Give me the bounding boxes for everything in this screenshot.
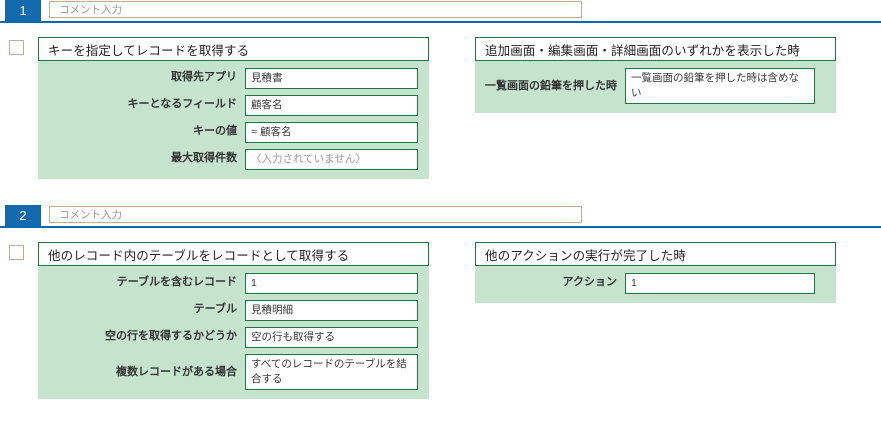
field-row: テーブルを含むレコード 1	[38, 273, 418, 294]
field-label: 複数レコードがある場合	[116, 366, 237, 378]
field-row: テーブル 見積明細	[38, 300, 418, 321]
field-value[interactable]: 1	[245, 273, 418, 294]
comment-input[interactable]: コメント入力	[49, 206, 582, 223]
field-row: 空の行を取得するかどうか 空の行も取得する	[38, 327, 418, 348]
trigger-card-title[interactable]: 追加画面・編集画面・詳細画面のいずれかを表示した時	[475, 37, 836, 61]
step-select-checkbox[interactable]	[9, 245, 24, 260]
field-row: 複数レコードがある場合 すべてのレコードのテーブルを結合する	[38, 354, 418, 390]
step-number-badge: 1	[5, 0, 41, 21]
action-card-title[interactable]: キーを指定してレコードを取得する	[38, 37, 429, 61]
action-card-body: 取得先アプリ 見積書 キーとなるフィールド 顧客名 キーの値 = 顧客名	[38, 61, 429, 179]
action-column: キーを指定してレコードを取得する 取得先アプリ 見積書 キーとなるフィールド 顧…	[0, 37, 429, 179]
comment-input[interactable]: コメント入力	[49, 1, 582, 18]
step-select-checkbox[interactable]	[9, 40, 24, 55]
step-number-badge: 2	[5, 205, 41, 226]
field-row: 取得先アプリ 見積書	[38, 68, 418, 89]
flow-step-2: 2 コメント入力 他のレコード内のテーブルをレコードとして取得する テーブルを含…	[0, 205, 881, 399]
field-label: 空の行を取得するかどうか	[105, 330, 237, 342]
field-value[interactable]: = 顧客名	[245, 122, 418, 143]
field-value[interactable]: 見積書	[245, 68, 418, 89]
field-row: 一覧画面の鉛筆を押した時 一覧画面の鉛筆を押した時は含めない	[475, 68, 825, 104]
field-value[interactable]: 見積明細	[245, 300, 418, 321]
action-column: 他のレコード内のテーブルをレコードとして取得する テーブルを含むレコード 1 テ…	[0, 242, 429, 399]
step-columns: 他のレコード内のテーブルをレコードとして取得する テーブルを含むレコード 1 テ…	[0, 228, 881, 399]
step-columns: キーを指定してレコードを取得する 取得先アプリ 見積書 キーとなるフィールド 顧…	[0, 23, 881, 179]
trigger-card: 追加画面・編集画面・詳細画面のいずれかを表示した時 一覧画面の鉛筆を押した時 一…	[475, 37, 836, 113]
field-label: 取得先アプリ	[171, 71, 237, 83]
field-label: 最大取得件数	[171, 152, 237, 164]
field-label: キーとなるフィールド	[127, 98, 237, 110]
field-label: テーブル	[193, 303, 237, 315]
field-value[interactable]: 空の行も取得する	[245, 327, 418, 348]
trigger-column: 他のアクションの実行が完了した時 アクション 1	[449, 242, 836, 303]
field-value[interactable]: 顧客名	[245, 95, 418, 116]
field-row: 最大取得件数 〈入力されていません〉	[38, 149, 418, 170]
trigger-card-body: 一覧画面の鉛筆を押した時 一覧画面の鉛筆を押した時は含めない	[475, 61, 836, 113]
flow-step-1: 1 コメント入力 キーを指定してレコードを取得する 取得先アプリ 見積書 キーと…	[0, 0, 881, 179]
action-card-body: テーブルを含むレコード 1 テーブル 見積明細 空の行を取得するかどうか 空の行…	[38, 266, 429, 399]
trigger-column: 追加画面・編集画面・詳細画面のいずれかを表示した時 一覧画面の鉛筆を押した時 一…	[449, 37, 836, 113]
field-label: 一覧画面の鉛筆を押した時	[485, 80, 617, 92]
field-label: アクション	[562, 276, 617, 288]
trigger-card-body: アクション 1	[475, 266, 836, 303]
step-header-row: 1 コメント入力	[0, 0, 881, 23]
field-value[interactable]: 1	[625, 273, 815, 294]
trigger-card: 他のアクションの実行が完了した時 アクション 1	[475, 242, 836, 303]
action-card: 他のレコード内のテーブルをレコードとして取得する テーブルを含むレコード 1 テ…	[38, 242, 429, 399]
trigger-card-title[interactable]: 他のアクションの実行が完了した時	[475, 242, 836, 266]
field-value[interactable]: 〈入力されていません〉	[245, 149, 418, 170]
action-card-title[interactable]: 他のレコード内のテーブルをレコードとして取得する	[38, 242, 429, 266]
field-value[interactable]: すべてのレコードのテーブルを結合する	[245, 354, 418, 390]
field-row: アクション 1	[475, 273, 825, 294]
step-header-row: 2 コメント入力	[0, 205, 881, 228]
action-card: キーを指定してレコードを取得する 取得先アプリ 見積書 キーとなるフィールド 顧…	[38, 37, 429, 179]
field-row: キーの値 = 顧客名	[38, 122, 418, 143]
field-label: テーブルを含むレコード	[116, 276, 237, 288]
field-value[interactable]: 一覧画面の鉛筆を押した時は含めない	[625, 68, 815, 104]
field-row: キーとなるフィールド 顧客名	[38, 95, 418, 116]
field-label: キーの値	[193, 125, 237, 137]
